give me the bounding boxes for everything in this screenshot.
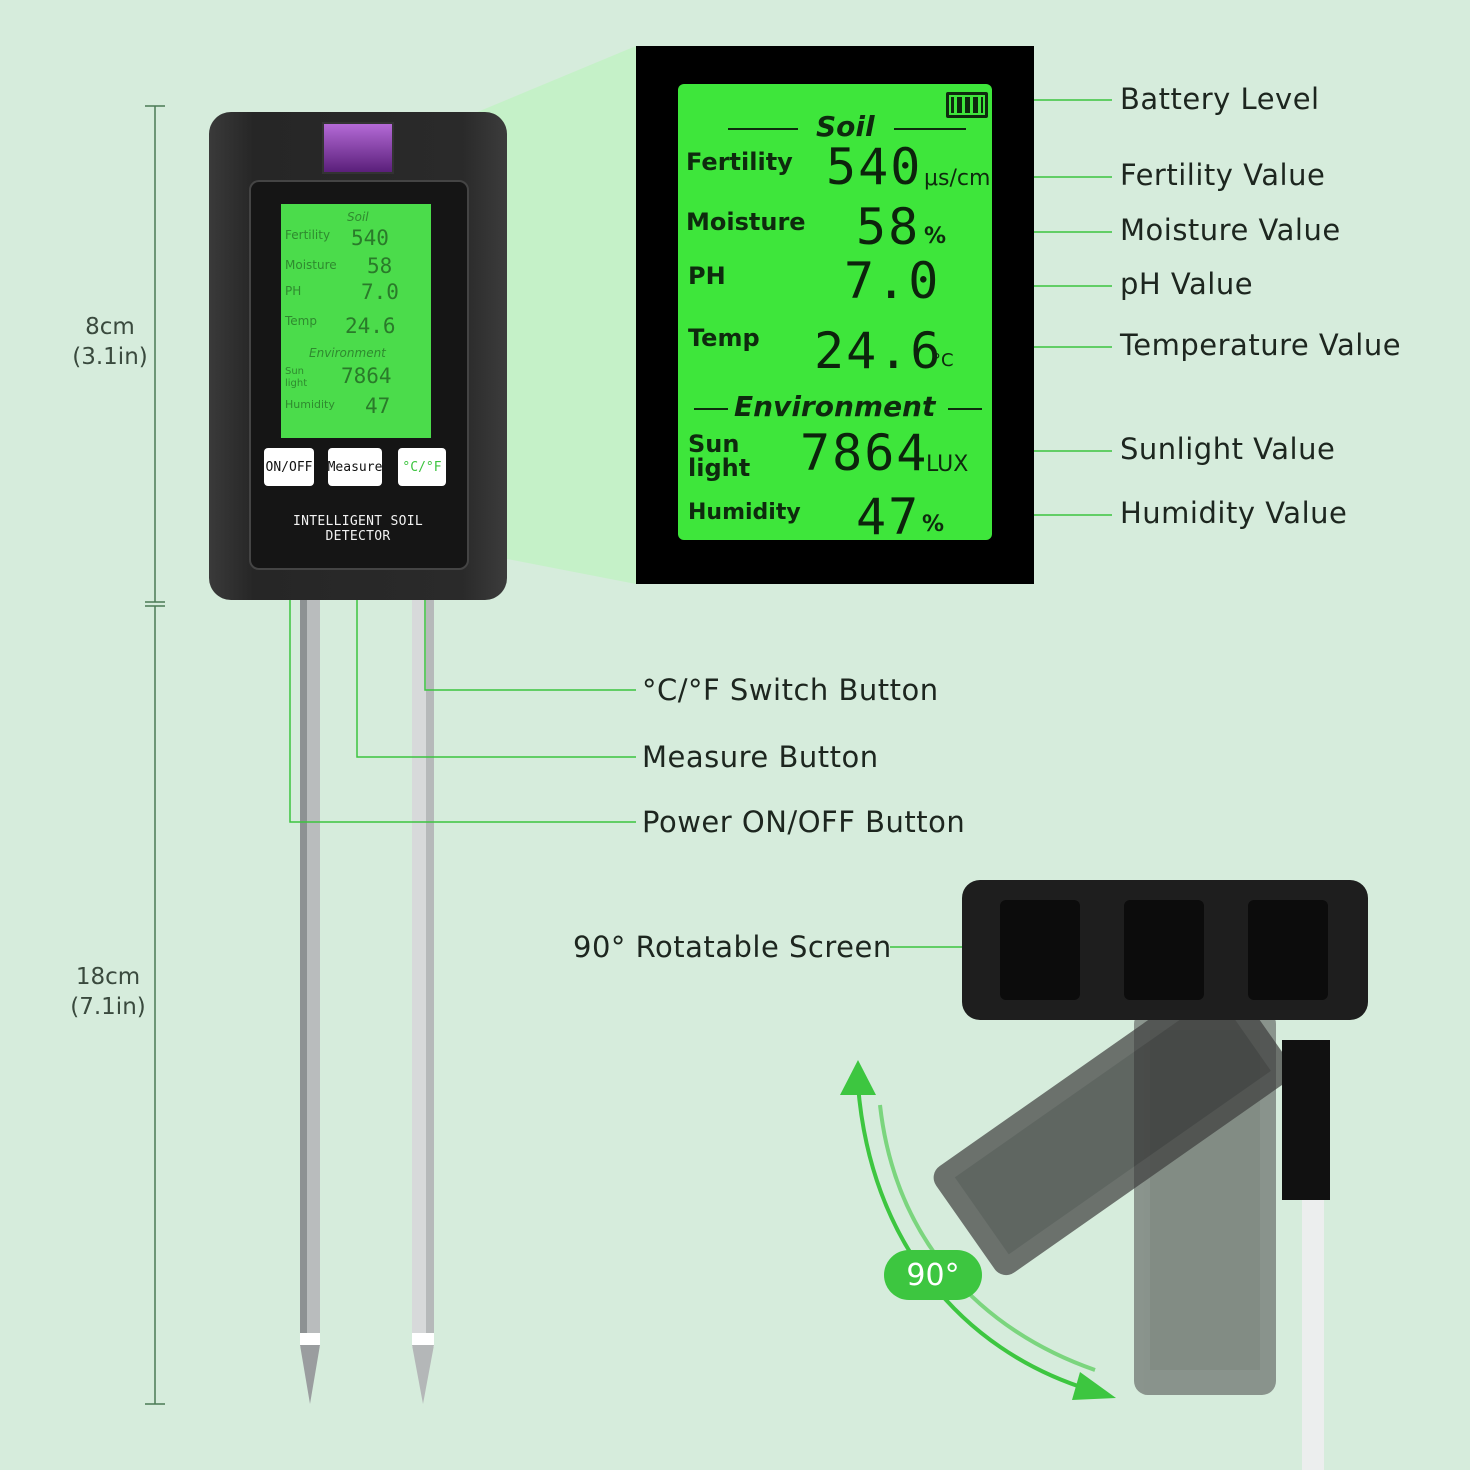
ph-label: PH <box>688 262 726 290</box>
moisture-unit: % <box>924 224 947 249</box>
mini-fertility-label: Fertility <box>285 228 331 242</box>
dimension-line-top <box>145 105 165 603</box>
probe-left <box>300 600 320 1404</box>
moisture-label: Moisture <box>686 208 806 236</box>
temp-value: 24.6 <box>814 322 943 380</box>
callout-moisture-value: Moisture Value <box>1120 213 1341 247</box>
device-brand-label: INTELLIGENT SOIL DETECTOR <box>292 514 424 544</box>
callout-sunlight-value: Sunlight Value <box>1120 432 1336 466</box>
light-sensor-window <box>322 122 394 174</box>
unit-switch-button[interactable]: °C/°F <box>398 448 446 486</box>
mini-light-label: light <box>285 378 308 389</box>
mini-sunlight-value: 7864 <box>341 364 392 388</box>
mini-temp-label: Temp <box>285 314 317 328</box>
rotated-device-ghost-angled <box>933 973 1293 1276</box>
measure-button[interactable]: Measure <box>328 448 382 486</box>
humidity-unit: % <box>922 512 945 537</box>
callout-battery-level: Battery Level <box>1120 82 1320 116</box>
mini-sun-label: Sun <box>285 366 305 377</box>
sunlight-value: 7864 <box>800 424 929 482</box>
fertility-unit: μs/cm <box>924 166 991 191</box>
soil-divider-right <box>894 128 966 130</box>
humidity-label: Humidity <box>688 500 801 525</box>
dimension-top-label: 8cm (3.1in) <box>70 312 150 372</box>
mini-humidity-label: Humidity <box>285 398 335 411</box>
mini-ph-value: 7.0 <box>361 280 399 304</box>
mini-moisture-value: 58 <box>367 254 393 278</box>
mini-ph-label: PH <box>285 284 302 298</box>
battery-icon <box>946 92 988 118</box>
soil-detector-device: Soil Fertility 540 Moisture 58 PH 7.0 Te… <box>209 112 507 600</box>
device-mini-screen: Soil Fertility 540 Moisture 58 PH 7.0 Te… <box>281 204 431 438</box>
callout-rotatable-screen: 90° Rotatable Screen <box>573 930 892 964</box>
sunlight-unit: LUX <box>926 452 969 477</box>
fertility-value: 540 <box>826 138 923 196</box>
environment-divider-left <box>694 408 728 410</box>
callout-power-button: Power ON/OFF Button <box>642 805 966 839</box>
arrow-head-down <box>1072 1372 1116 1400</box>
callout-ph-value: pH Value <box>1120 267 1254 301</box>
moisture-value: 58 <box>856 198 921 256</box>
dimension-top-cm: 8cm <box>85 314 135 340</box>
mini-temp-value: 24.6 <box>345 314 396 338</box>
mini-moisture-label: Moisture <box>285 258 337 272</box>
environment-header: Environment <box>734 390 936 423</box>
sunlight-label-line2: light <box>688 454 751 482</box>
leader-power <box>289 494 636 823</box>
fertility-label: Fertility <box>686 148 793 176</box>
lcd-zoom-screen: Soil Fertility 540 μs/cm Moisture 58 % P… <box>678 84 992 540</box>
mini-environment-header: Environment <box>309 346 386 360</box>
dimension-bottom-label: 18cm (7.1in) <box>66 962 150 1022</box>
probe-right <box>412 600 434 1404</box>
rotation-angle-badge: 90° <box>884 1250 982 1300</box>
callout-humidity-value: Humidity Value <box>1120 496 1348 530</box>
arrow-head-up <box>840 1060 876 1095</box>
rotated-device-probe <box>1302 1190 1324 1470</box>
callout-temperature-value: Temperature Value <box>1120 328 1402 362</box>
soil-header: Soil <box>816 110 875 143</box>
rotated-device-horizontal <box>962 880 1368 1020</box>
mini-fertility-value: 540 <box>351 226 389 250</box>
sunlight-label-line1: Sun <box>688 430 740 458</box>
ph-value: 7.0 <box>844 252 941 310</box>
dimension-line-bottom <box>145 605 165 1405</box>
callout-fertility-value: Fertility Value <box>1120 158 1326 192</box>
soil-divider-left <box>728 128 798 130</box>
callout-unit-switch-button: °C/°F Switch Button <box>642 673 939 707</box>
dimension-top-in: (3.1in) <box>72 344 148 370</box>
power-button[interactable]: ON/OFF <box>264 448 314 486</box>
dimension-bottom-cm: 18cm <box>75 964 141 990</box>
mini-soil-header: Soil <box>347 210 369 224</box>
mini-humidity-value: 47 <box>365 394 391 418</box>
environment-divider-right <box>948 408 982 410</box>
callout-measure-button: Measure Button <box>642 740 879 774</box>
dimension-bottom-in: (7.1in) <box>70 994 146 1020</box>
temp-unit: °C <box>932 350 954 371</box>
humidity-value: 47 <box>856 488 921 540</box>
temp-label: Temp <box>688 324 760 352</box>
